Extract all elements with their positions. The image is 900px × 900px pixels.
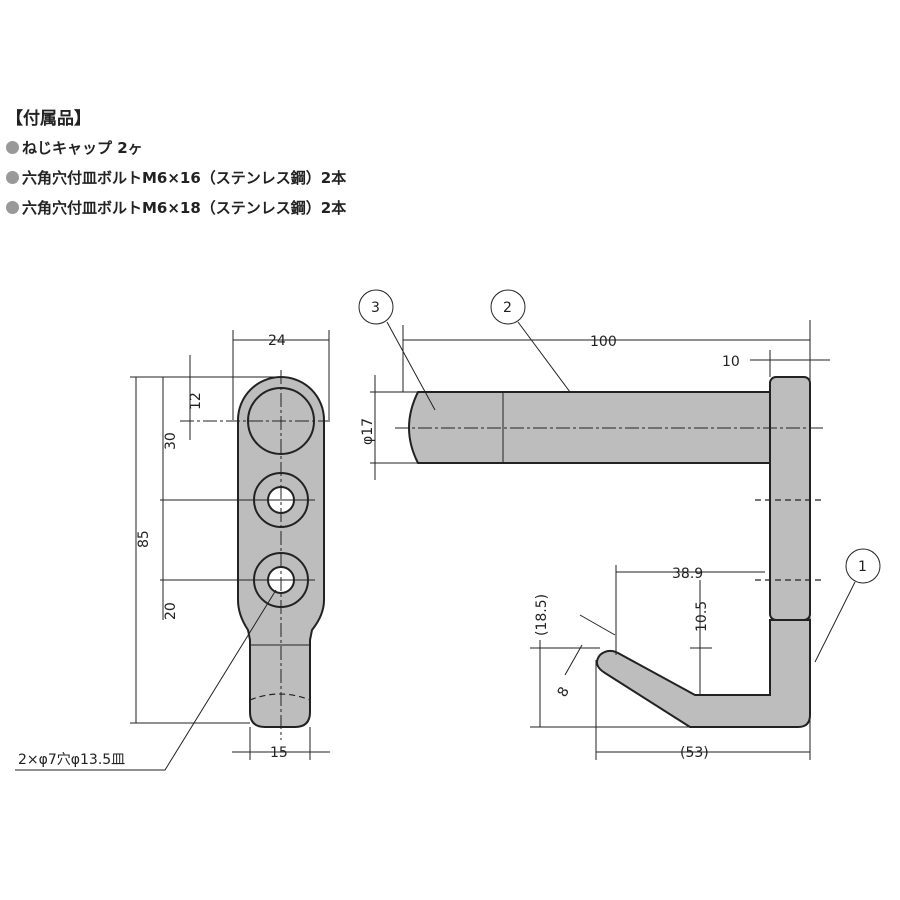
svg-text:1: 1 — [858, 559, 867, 575]
bullet-icon — [6, 171, 19, 184]
callout-1 — [845, 548, 881, 584]
hook-body — [595, 619, 811, 728]
front-view: 24 85 12 30 20 15 2×φ7穴φ13.5皿 — [15, 330, 330, 771]
callout-3 — [358, 289, 394, 325]
dim-38-9: 38.9 — [672, 566, 703, 582]
accessory-item: ねじキャップ 2ヶ — [6, 133, 346, 163]
svg-text:3: 3 — [371, 300, 380, 316]
accessories-list: 【付属品】 ねじキャップ 2ヶ 六角穴付皿ボルトM6×16（ステンレス鋼）2本 … — [6, 104, 346, 223]
side-view: 100 10 φ17 38.9 10.5 (18.5) 8 (53) 1 2 3 — [358, 289, 881, 761]
dim-18-5: (18.5) — [534, 594, 550, 636]
accessory-item: 六角穴付皿ボルトM6×18（ステンレス鋼）2本 — [6, 193, 346, 223]
dim-12: 12 — [188, 392, 204, 410]
dim-20: 20 — [163, 602, 179, 620]
dim-53: (53) — [680, 745, 709, 761]
dim-24: 24 — [268, 333, 286, 349]
accessories-title: 【付属品】 — [6, 109, 91, 129]
bullet-icon — [6, 201, 19, 214]
dim-85: 85 — [136, 530, 152, 548]
dim-8: 8 — [555, 684, 573, 700]
bullet-icon — [6, 141, 19, 154]
dim-30: 30 — [163, 432, 179, 450]
svg-text:2: 2 — [503, 300, 512, 316]
dim-phi17: φ17 — [360, 418, 376, 445]
hole-note: 2×φ7穴φ13.5皿 — [18, 752, 125, 768]
accessory-item: 六角穴付皿ボルトM6×16（ステンレス鋼）2本 — [6, 163, 346, 193]
callout-2 — [490, 289, 526, 325]
dim-10: 10 — [722, 354, 740, 370]
dim-100: 100 — [590, 334, 617, 350]
dim-15: 15 — [270, 745, 288, 761]
mounting-plate — [769, 376, 811, 621]
dim-10-5: 10.5 — [694, 601, 710, 632]
